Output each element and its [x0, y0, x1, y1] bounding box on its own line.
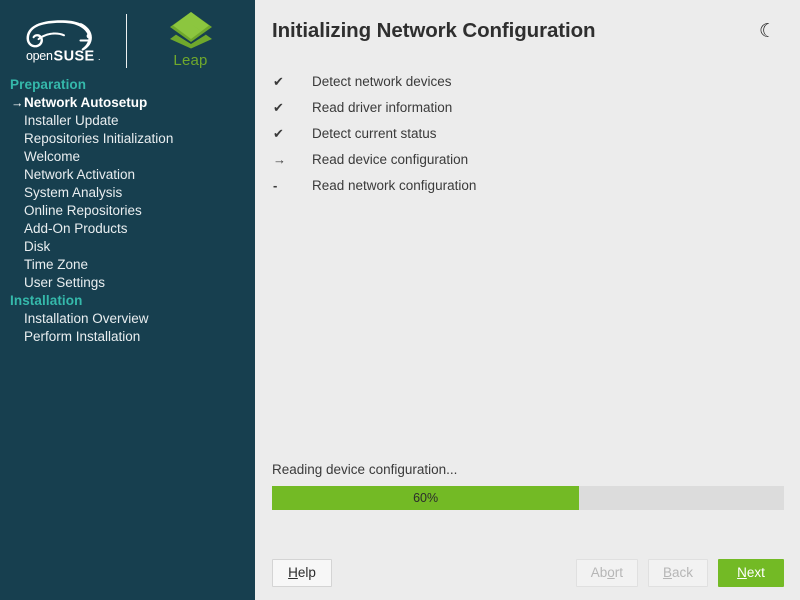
leap-diamond-icon [169, 12, 212, 49]
progress-bar-fill [272, 486, 580, 510]
sidebar-item-network-autosetup[interactable]: →Network Autosetup [0, 94, 255, 112]
abort-button-label: rt [614, 565, 623, 581]
svg-text:open: open [26, 49, 53, 63]
help-button-label: elp [297, 565, 316, 581]
task-step: ✔ Read driver information [255, 100, 800, 126]
sidebar-item-label: Time Zone [24, 257, 89, 272]
sidebar-item-disk[interactable]: Disk [0, 238, 255, 256]
step-done-check-icon: ✔ [273, 74, 284, 89]
task-step: - Read network configuration [255, 178, 800, 204]
step-done-check-icon: ✔ [273, 100, 284, 115]
task-step-label: Detect current status [312, 126, 437, 141]
sidebar-item-label: System Analysis [24, 185, 123, 200]
sidebar-item-label: Network Autosetup [24, 95, 148, 110]
sidebar-item-label: Online Repositories [24, 203, 142, 218]
opensuse-chameleon-icon: open SUSE . [26, 20, 101, 64]
sidebar-item-installation-overview[interactable]: Installation Overview [0, 310, 255, 328]
sidebar-item-label: Repositories Initialization [24, 131, 174, 146]
current-step-arrow-icon: → [11, 96, 24, 110]
sidebar: open SUSE . Leap Preparation →Network Aut… [0, 0, 255, 600]
task-step-label: Read driver information [312, 100, 453, 115]
leap-logo: Leap [126, 0, 255, 76]
sidebar-item-perform-installation[interactable]: Perform Installation [0, 328, 255, 346]
task-step-label: Read network configuration [312, 178, 477, 193]
sidebar-item-repositories-initialization[interactable]: Repositories Initialization [0, 130, 255, 148]
help-button-accel: H [288, 565, 298, 581]
back-button-label: ack [671, 565, 693, 581]
sidebar-item-label: Network Activation [24, 167, 136, 182]
sidebar-item-welcome[interactable]: Welcome [0, 148, 255, 166]
next-button-accel: N [737, 565, 747, 581]
nav-section-preparation: Preparation [10, 77, 87, 92]
page-header: Initializing Network Configuration ☾ [255, 0, 800, 62]
svg-text:.: . [98, 52, 101, 62]
sidebar-item-user-settings[interactable]: User Settings [0, 274, 255, 292]
task-step-list: ✔ Detect network devices ✔ Read driver info… [255, 62, 800, 204]
sidebar-item-label: Installer Update [24, 113, 119, 128]
progress-percent-text: 60% [413, 491, 439, 505]
next-button-label: ext [746, 565, 765, 581]
sidebar-item-add-on-products[interactable]: Add-On Products [0, 220, 255, 238]
page-title: Initializing Network Configuration [272, 19, 596, 42]
sidebar-item-online-repositories[interactable]: Online Repositories [0, 202, 255, 220]
svg-text:SUSE: SUSE [54, 49, 95, 64]
sidebar-item-installer-update[interactable]: Installer Update [0, 112, 255, 130]
task-step: → Read device configuration [255, 152, 800, 178]
sidebar-item-label: Welcome [24, 149, 81, 164]
brand-divider [126, 14, 127, 68]
task-step: ✔ Detect current status [255, 126, 800, 152]
task-step: ✔ Detect network devices [255, 74, 800, 100]
step-current-arrow-icon: → [273, 152, 286, 167]
sidebar-item-label: Disk [24, 239, 51, 254]
sidebar-item-system-analysis[interactable]: System Analysis [0, 184, 255, 202]
leap-label: Leap [173, 52, 208, 69]
opensuse-logo: open SUSE . [0, 0, 126, 76]
step-pending-dash-icon: - [273, 178, 278, 193]
step-done-check-icon: ✔ [273, 126, 284, 141]
brand-bar: open SUSE . Leap [0, 0, 255, 76]
abort-button-pre: Ab [590, 565, 608, 581]
sidebar-item-label: Add-On Products [24, 221, 128, 236]
task-step-label: Detect network devices [312, 74, 452, 89]
back-button-accel: B [662, 565, 672, 581]
task-step-label: Read device configuration [312, 152, 469, 167]
sidebar-item-label: User Settings [24, 275, 106, 290]
progress-bar: 60% [272, 486, 784, 510]
progress-label: Reading device configuration... [272, 462, 458, 477]
sidebar-item-label: Perform Installation [24, 329, 141, 344]
progress-area: Reading device configuration... 60% [272, 462, 784, 510]
sidebar-item-time-zone[interactable]: Time Zone [0, 256, 255, 274]
nav-section-installation: Installation [10, 293, 83, 308]
abort-button-accel: o [607, 565, 615, 581]
main-content: Initializing Network Configuration ☾ ✔ De… [255, 0, 800, 600]
sidebar-item-label: Installation Overview [24, 311, 149, 326]
sidebar-item-network-activation[interactable]: Network Activation [0, 166, 255, 184]
moon-icon[interactable]: ☾ [758, 20, 776, 42]
